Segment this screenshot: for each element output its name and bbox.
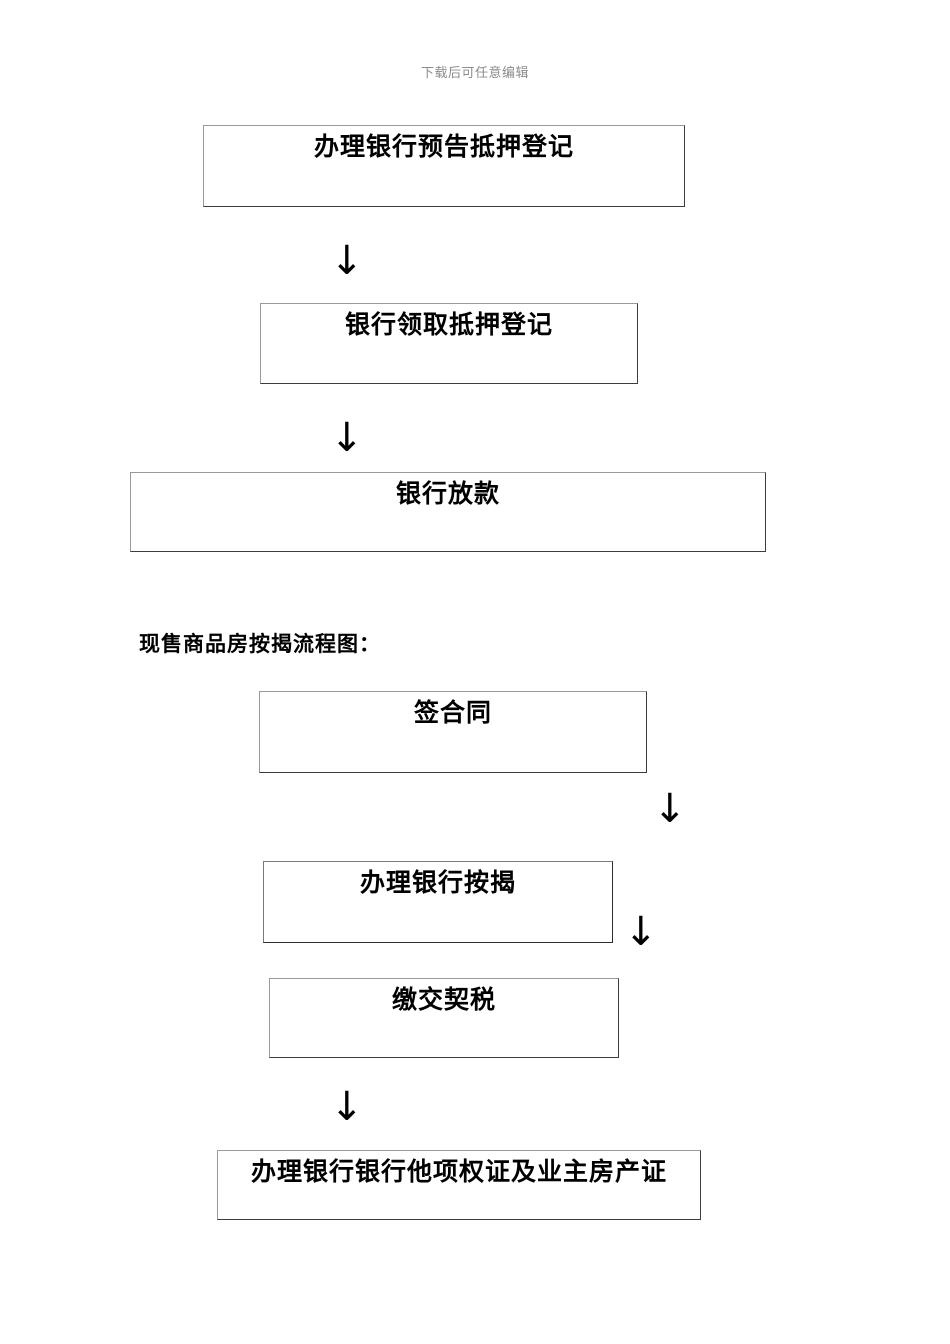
- arrow-down-icon-3: ↓: [653, 786, 687, 832]
- flow-box-bank-collect-mortgage-registration: 银行领取抵押登记: [260, 303, 638, 384]
- arrow-down-icon-5: ↓: [330, 1084, 364, 1130]
- flow-box-bank-loan-disbursement: 银行放款: [130, 472, 766, 552]
- flow-box-label: 办理银行银行他项权证及业主房产证: [250, 1158, 667, 1186]
- page-header-watermark: 下载后可任意编辑: [420, 66, 529, 81]
- flow-box-label: 银行领取抵押登记: [344, 311, 553, 339]
- section-heading-existing-home-mortgage-flowchart: 现售商品房按揭流程图：: [139, 633, 381, 656]
- arrow-down-icon-4: ↓: [624, 909, 658, 955]
- flow-box-label: 签合同: [413, 699, 492, 727]
- flow-box-label: 缴交契税: [391, 986, 496, 1014]
- flow-box-bank-advance-mortgage-registration: 办理银行预告抵押登记: [203, 125, 685, 207]
- flow-box-bank-other-rights-certificate-and-owner-property-certificate: 办理银行银行他项权证及业主房产证: [217, 1150, 701, 1220]
- flow-box-label: 银行放款: [395, 480, 500, 508]
- arrow-down-icon-2: ↓: [330, 415, 364, 461]
- flow-box-label: 办理银行预告抵押登记: [313, 133, 574, 161]
- arrow-down-icon-1: ↓: [330, 238, 364, 284]
- flow-box-label: 办理银行按揭: [359, 869, 516, 897]
- flow-box-pay-deed-tax: 缴交契税: [269, 978, 619, 1058]
- flow-box-sign-contract: 签合同: [259, 691, 647, 773]
- flow-box-apply-bank-mortgage: 办理银行按揭: [263, 861, 613, 943]
